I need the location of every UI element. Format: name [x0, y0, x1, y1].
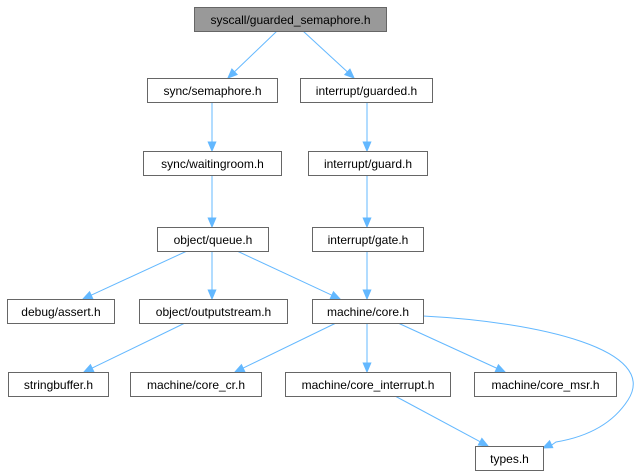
- edge-machine-core-to-machine-core-cr: [233, 322, 337, 373]
- edge-root-to-interrupt-guarded: [302, 30, 355, 79]
- edge-machine-core-to-machine-core-msr: [397, 322, 507, 373]
- edge-arrowhead: [541, 439, 554, 449]
- edge-arrowhead: [343, 68, 355, 79]
- node-label: interrupt/gate.h: [328, 233, 409, 247]
- edge-object-queue-to-machine-core: [236, 250, 342, 300]
- node-box: [157, 227, 269, 252]
- node-interrupt-guard[interactable]: interrupt/guard.h: [308, 151, 428, 176]
- node-machine-core-interrupt[interactable]: machine/core_interrupt.h: [285, 372, 451, 397]
- edge-line: [397, 322, 498, 369]
- node-box: [194, 7, 387, 32]
- node-label: sync/waitingroom.h: [161, 157, 264, 171]
- edge-arrowhead: [494, 363, 507, 373]
- edge-arrowhead: [81, 290, 94, 300]
- node-root: syscall/guarded_semaphore.h: [194, 7, 387, 32]
- node-box: [312, 227, 424, 252]
- edge-line: [234, 30, 278, 73]
- edge-arrowhead: [477, 437, 490, 447]
- node-label: stringbuffer.h: [24, 378, 93, 392]
- edge-object-queue-to-object-outputstream: [207, 251, 217, 301]
- node-label: object/queue.h: [174, 233, 253, 247]
- edge-arrowhead: [227, 68, 239, 79]
- node-box: [147, 78, 278, 103]
- nodes-layer: syscall/guarded_semaphore.h sync/semaphor…: [7, 7, 617, 471]
- edge-sync-waitingroom-to-object-queue: [207, 175, 217, 229]
- edge-arrowhead: [362, 362, 372, 374]
- node-label: types.h: [490, 452, 529, 466]
- node-label: interrupt/guard.h: [324, 157, 412, 171]
- edge-line: [242, 322, 337, 369]
- node-box: [7, 299, 115, 324]
- node-box: [312, 299, 424, 324]
- node-machine-core-msr[interactable]: machine/core_msr.h: [474, 372, 617, 397]
- edge-line: [422, 315, 634, 446]
- node-label: debug/assert.h: [21, 305, 100, 319]
- edge-arrowhead: [362, 141, 372, 153]
- node-sync-semaphore[interactable]: sync/semaphore.h: [147, 78, 278, 103]
- node-box: [474, 372, 617, 397]
- edge-arrowhead: [329, 290, 342, 300]
- edge-interrupt-gate-to-machine-core: [362, 251, 372, 301]
- node-label: machine/core_cr.h: [147, 378, 245, 392]
- node-box: [139, 299, 288, 324]
- node-types[interactable]: types.h: [475, 446, 544, 471]
- edge-machine-core-interrupt-to-types: [394, 395, 490, 447]
- edge-arrowhead: [207, 141, 217, 153]
- node-box: [475, 446, 544, 471]
- edge-line: [302, 30, 348, 73]
- edge-arrowhead: [207, 289, 217, 301]
- node-object-queue[interactable]: object/queue.h: [157, 227, 269, 252]
- node-interrupt-gate[interactable]: interrupt/gate.h: [312, 227, 424, 252]
- node-label: syscall/guarded_semaphore.h: [210, 13, 370, 27]
- node-label: machine/core.h: [327, 305, 409, 319]
- edge-arrowhead: [362, 217, 372, 229]
- edge-line: [91, 322, 186, 369]
- node-label: interrupt/guarded.h: [316, 84, 417, 98]
- edge-machine-core-to-machine-core-interrupt: [362, 323, 372, 374]
- edge-arrowhead: [82, 363, 95, 373]
- edge-sync-semaphore-to-sync-waitingroom: [207, 102, 217, 153]
- edge-arrowhead: [207, 217, 217, 229]
- node-interrupt-guarded[interactable]: interrupt/guarded.h: [300, 78, 433, 103]
- node-box: [130, 372, 262, 397]
- node-debug-assert[interactable]: debug/assert.h: [7, 299, 115, 324]
- edge-line: [90, 250, 188, 296]
- node-box: [8, 372, 109, 397]
- edge-line: [236, 250, 333, 296]
- node-machine-core[interactable]: machine/core.h: [312, 299, 424, 324]
- edge-machine-core-to-types: [422, 315, 634, 449]
- node-label: sync/semaphore.h: [163, 84, 261, 98]
- node-stringbuffer[interactable]: stringbuffer.h: [8, 372, 109, 397]
- node-box: [285, 372, 451, 397]
- edge-interrupt-guard-to-interrupt-gate: [362, 175, 372, 229]
- edge-root-to-sync-semaphore: [227, 30, 278, 79]
- node-machine-core-cr[interactable]: machine/core_cr.h: [130, 372, 262, 397]
- edge-object-outputstream-to-stringbuffer: [82, 322, 186, 373]
- edges-layer: [81, 30, 634, 449]
- node-box: [143, 151, 282, 176]
- node-label: object/outputstream.h: [156, 305, 271, 319]
- edge-arrowhead: [233, 363, 246, 373]
- node-label: machine/core_interrupt.h: [302, 378, 435, 392]
- node-box: [308, 151, 428, 176]
- node-object-outputstream[interactable]: object/outputstream.h: [139, 299, 288, 324]
- edge-line: [394, 395, 481, 443]
- edge-object-queue-to-debug-assert: [81, 250, 188, 300]
- node-label: machine/core_msr.h: [491, 378, 599, 392]
- edge-arrowhead: [362, 289, 372, 301]
- node-sync-waitingroom[interactable]: sync/waitingroom.h: [143, 151, 282, 176]
- node-box: [300, 78, 433, 103]
- edge-interrupt-guarded-to-interrupt-guard: [362, 102, 372, 153]
